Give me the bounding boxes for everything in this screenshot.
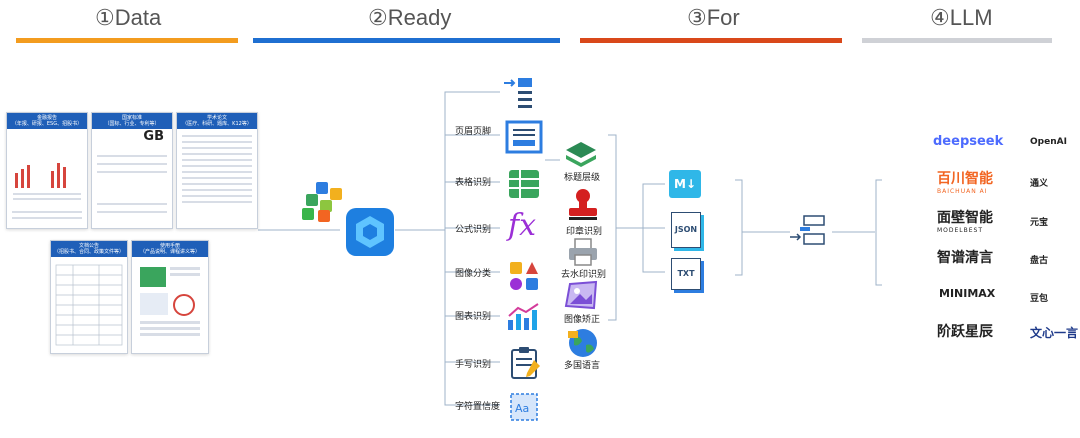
doc-title: 文档公告 xyxy=(78,243,99,249)
cap-handwriting-label: 手写识别 xyxy=(455,360,492,370)
stage-data-bar xyxy=(16,38,238,43)
cap-char-confidence-label: 字符置信度 xyxy=(455,402,501,412)
feature-multilang-label: 多国语言 xyxy=(564,361,601,371)
llm-zhipu-logo: 智谱清言 xyxy=(937,250,993,266)
ingest-icon xyxy=(790,215,825,245)
table-thumbnail xyxy=(55,264,123,346)
json-icon: JSON xyxy=(671,212,701,248)
doc-national-standard: 国家标准（国标、行业、专利等） GB xyxy=(91,112,173,229)
chart-icon xyxy=(508,303,539,330)
handwriting-icon xyxy=(511,347,540,379)
feature-stamp-label: 印章识别 xyxy=(566,227,603,237)
doc-title: 金融报告 xyxy=(36,115,57,121)
markdown-icon: M↓ xyxy=(669,170,701,198)
cap-header-footer-label: 页眉页脚 xyxy=(455,127,492,137)
doc-academic-paper: 学术论文（医疗、科研、题库、K12等） xyxy=(176,112,258,229)
llm-modelbest-name: 面壁智能 xyxy=(937,210,993,226)
stamp-icon xyxy=(569,189,597,220)
image-classify-icon xyxy=(510,262,538,290)
doc-subtitle: （医疗、科研、题库、K12等） xyxy=(182,121,252,127)
platform-logo-icon[interactable] xyxy=(344,206,396,258)
llm-modelbest-sub: MODELBEST xyxy=(937,227,984,234)
table-icon xyxy=(509,170,539,198)
llm-stepfun-logo: 阶跃星辰 xyxy=(937,324,993,340)
doc-subtitle: （年报、研报、ESG、招股书） xyxy=(11,121,83,127)
stage-ready-label: ②Ready xyxy=(368,5,452,30)
indent-list-icon xyxy=(504,78,532,108)
llm-deepseek-logo: deepseek xyxy=(933,134,1004,149)
stage-ready-bar xyxy=(253,38,560,43)
doc-title: 国家标准 xyxy=(121,115,142,121)
bar-chart-thumbnail xyxy=(13,163,81,200)
llm-doubao-logo: 豆包 xyxy=(1030,294,1049,304)
llm-tongyi-logo: 通义 xyxy=(1030,179,1049,189)
llm-baichuan-logo: 百川智能 BAICHUAN AI xyxy=(937,168,993,195)
gb-logo: GB xyxy=(143,129,164,144)
llm-baichuan-name: 百川智能 xyxy=(937,171,993,187)
header-footer-icon xyxy=(505,120,543,154)
cap-formula-label: 公式识别 xyxy=(455,225,492,235)
stage-llm-bar xyxy=(862,38,1052,43)
txt-label: TXT xyxy=(677,269,695,278)
txt-icon: TXT xyxy=(671,258,701,290)
stage-llm-label: ④LLM xyxy=(930,5,993,30)
stage-for-label: ③For xyxy=(687,5,740,30)
manual-thumbnail xyxy=(140,267,200,336)
feature-heading-label: 标题层级 xyxy=(564,173,601,183)
svg-text:Aa: Aa xyxy=(515,402,529,415)
stage-data-label: ①Data xyxy=(95,5,162,30)
llm-baichuan-sub: BAICHUAN AI xyxy=(937,188,988,195)
doc-subtitle: （招股书、合同、政策文件等） xyxy=(53,249,124,255)
char-confidence-icon: Aa xyxy=(510,393,538,421)
file-types-icon xyxy=(302,182,342,222)
llm-yuanbao-logo: 元宝 xyxy=(1030,218,1049,228)
llm-openai-logo: OpenAI xyxy=(1030,137,1067,147)
doc-user-manual: 使用手册（产品说明、课程讲义等） xyxy=(131,240,209,354)
doc-subtitle: （国标、行业、专利等） xyxy=(104,121,160,127)
doc-subtitle: （产品说明、课程讲义等） xyxy=(139,249,200,255)
stage-for-bar xyxy=(580,38,842,43)
cap-image-classify-label: 图像分类 xyxy=(455,269,492,279)
llm-modelbest-logo: 面壁智能 MODELBEST xyxy=(937,207,993,234)
cap-table-label: 表格识别 xyxy=(455,178,492,188)
json-label: JSON xyxy=(674,225,698,234)
cap-chart-label: 图表识别 xyxy=(455,312,492,322)
globe-icon xyxy=(568,329,597,357)
formula-icon: fx xyxy=(508,208,537,243)
feature-watermark-label: 去水印识别 xyxy=(561,270,607,280)
printer-icon xyxy=(569,238,597,266)
doc-announcement: 文档公告（招股书、合同、政策文件等） xyxy=(50,240,128,354)
markdown-label: M↓ xyxy=(674,177,696,191)
image-correct-icon xyxy=(564,280,598,310)
doc-title: 使用手册 xyxy=(159,243,180,249)
llm-minimax-logo: MINIMAX xyxy=(939,287,996,300)
doc-title: 学术论文 xyxy=(206,115,227,121)
llm-wenxin-logo: 文心一言 xyxy=(1030,326,1079,340)
feature-image-correct-label: 图像矫正 xyxy=(564,315,601,325)
layers-icon xyxy=(566,142,596,167)
doc-financial-report: 金融报告（年报、研报、ESG、招股书） xyxy=(6,112,88,229)
llm-pangu-logo: 盘古 xyxy=(1030,256,1049,266)
